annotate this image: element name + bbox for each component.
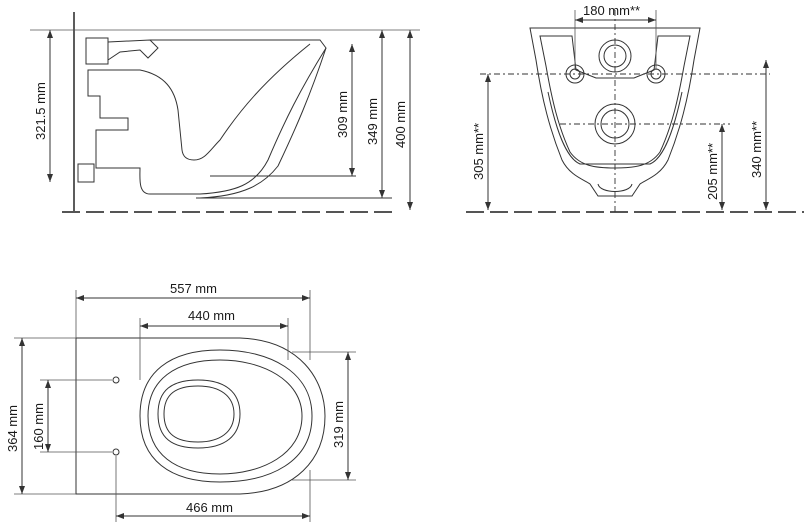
label-309: 309 mm xyxy=(335,91,350,138)
front-outer-outline xyxy=(529,27,701,197)
label-319: 319 mm xyxy=(331,401,346,448)
rim-profile xyxy=(199,47,327,199)
water-inlet-connector xyxy=(85,37,109,65)
bowl-opening xyxy=(157,379,241,449)
waste-outlet-connector xyxy=(77,163,95,183)
label-160: 160 mm xyxy=(31,403,46,450)
label-321-5: 321.5 mm xyxy=(33,82,48,140)
label-400: 400 mm xyxy=(393,101,408,148)
front-view: 180 mm** 305 mm** 205 mm** 340 mm** xyxy=(466,3,804,213)
top-outer-outline xyxy=(75,337,326,495)
front-inner-outline xyxy=(539,35,691,169)
top-view: 557 mm 440 mm 364 mm 160 mm 319 mm 466 m xyxy=(5,281,356,522)
label-440: 440 mm xyxy=(188,308,235,323)
label-340: 340 mm** xyxy=(749,121,764,178)
pan-outer-profile xyxy=(87,39,327,195)
bowl-rim xyxy=(139,349,313,483)
label-557: 557 mm xyxy=(170,281,217,296)
side-view: 321.5 mm 309 mm 349 mm 400 mm xyxy=(30,12,420,213)
label-349: 349 mm xyxy=(365,98,380,145)
label-305: 305 mm** xyxy=(471,123,486,180)
label-364: 364 mm xyxy=(5,405,20,452)
label-205: 205 mm** xyxy=(705,143,720,200)
label-180: 180 mm** xyxy=(583,3,640,18)
inlet-pipe xyxy=(107,39,159,61)
label-466: 466 mm xyxy=(186,500,233,515)
fixing-hole-bottom xyxy=(112,448,120,456)
fixing-hole-top xyxy=(112,376,120,384)
